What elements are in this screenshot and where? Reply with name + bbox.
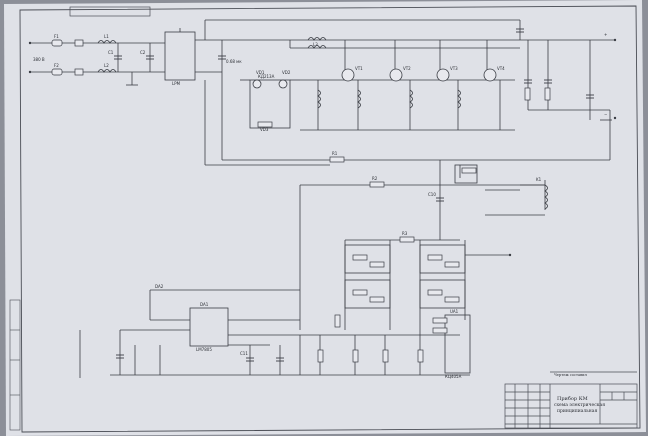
resistor-r1-label: R1 bbox=[332, 151, 338, 156]
bridge-part-label: КЦ405А bbox=[445, 374, 462, 379]
cap-value-label: 0.68 мк bbox=[226, 59, 242, 64]
fuses bbox=[51, 39, 84, 76]
cap-c1-label: C1 bbox=[108, 50, 114, 55]
fuse-f2-label: F2 bbox=[54, 63, 59, 68]
cap-c2-label: C2 bbox=[140, 50, 146, 55]
diode-vd1-label: VD1 bbox=[256, 70, 265, 75]
diode-part-label: КД213А bbox=[258, 74, 275, 79]
side-note: Чертеж составил bbox=[554, 373, 587, 377]
fuse-f1-label: F1 bbox=[54, 34, 59, 39]
margin-strip bbox=[9, 299, 21, 431]
transistor-vt1-label: VT1 bbox=[355, 66, 363, 71]
module-label: LPM bbox=[172, 81, 181, 86]
title-block bbox=[504, 371, 638, 429]
relay-k1-label: K1 bbox=[536, 177, 542, 182]
chip-part-label: LM7805 bbox=[196, 347, 212, 352]
transistor-vt4-label: VT4 bbox=[497, 66, 505, 71]
input-voltage-label: 380 В bbox=[33, 57, 45, 62]
paper bbox=[4, 0, 646, 436]
inductor-l2-label: L2 bbox=[104, 63, 109, 68]
capacitors bbox=[114, 28, 594, 362]
drawing-frame bbox=[19, 5, 641, 433]
chip-da1-label: DA1 bbox=[200, 302, 209, 307]
output-ua1-label: UA1 bbox=[450, 309, 459, 314]
transistor-vt2-label: VT2 bbox=[403, 66, 411, 71]
cap-c10-label: C10 bbox=[428, 192, 436, 197]
inductors bbox=[97, 37, 548, 210]
bus-minus-label: − bbox=[604, 112, 608, 117]
title-line-3: принципиальная bbox=[557, 409, 598, 414]
terminals bbox=[28, 38, 617, 257]
corner-stamp bbox=[69, 6, 151, 17]
wires bbox=[30, 19, 615, 378]
resistor-r3-label: R3 bbox=[402, 231, 408, 236]
bus-plus-label: + bbox=[604, 32, 608, 37]
transistor-vt3-label: VT3 bbox=[450, 66, 458, 71]
inductor-l1-label: L1 bbox=[104, 34, 109, 39]
title-line-2: схема электрическая bbox=[554, 403, 606, 408]
transistors bbox=[252, 68, 497, 89]
diode-vd2-label: VD2 bbox=[282, 70, 291, 75]
inductor-l3-label: L3 bbox=[313, 42, 318, 47]
resistor-r2-label: R2 bbox=[372, 176, 378, 181]
diode-vd3-label: VD3 bbox=[260, 127, 269, 132]
cap-c11-label: C11 bbox=[240, 351, 248, 356]
chip-da2-label: DA2 bbox=[155, 284, 164, 289]
title-line-1: Прибор КМ bbox=[557, 396, 588, 402]
resistors bbox=[257, 87, 551, 363]
